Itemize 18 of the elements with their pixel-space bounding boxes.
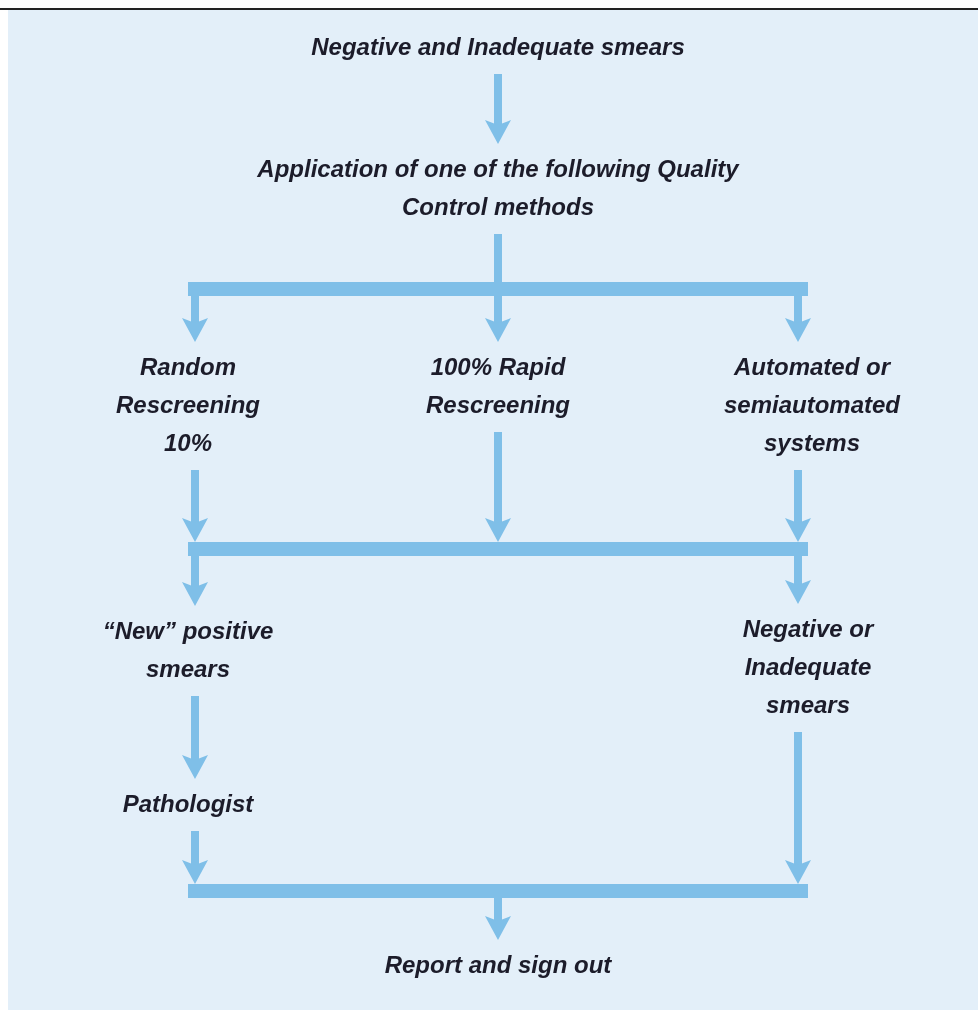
step-label: Negative and Inadequate smears [311, 32, 685, 62]
arrow [785, 556, 811, 604]
connector-bar [188, 884, 808, 898]
arrow [485, 898, 511, 940]
arrow [182, 556, 208, 606]
step-label: 100% Rapid Rescreening [424, 352, 572, 420]
step-label: Negative or Inadequate smears [741, 614, 876, 720]
connector-bar [188, 542, 808, 556]
step-label: Automated or semiautomated systems [722, 352, 902, 458]
connector-bar [188, 282, 808, 296]
arrow [485, 296, 511, 342]
step-label: “New” positive smears [101, 616, 275, 684]
arrow [182, 296, 208, 342]
step-label: Report and sign out [384, 950, 612, 980]
step-label: Random Rescreening 10% [114, 352, 262, 458]
step-label: Pathologist [122, 789, 254, 819]
step-label: Application of one of the following Quality Control methods [256, 154, 741, 222]
arrow [785, 296, 811, 342]
